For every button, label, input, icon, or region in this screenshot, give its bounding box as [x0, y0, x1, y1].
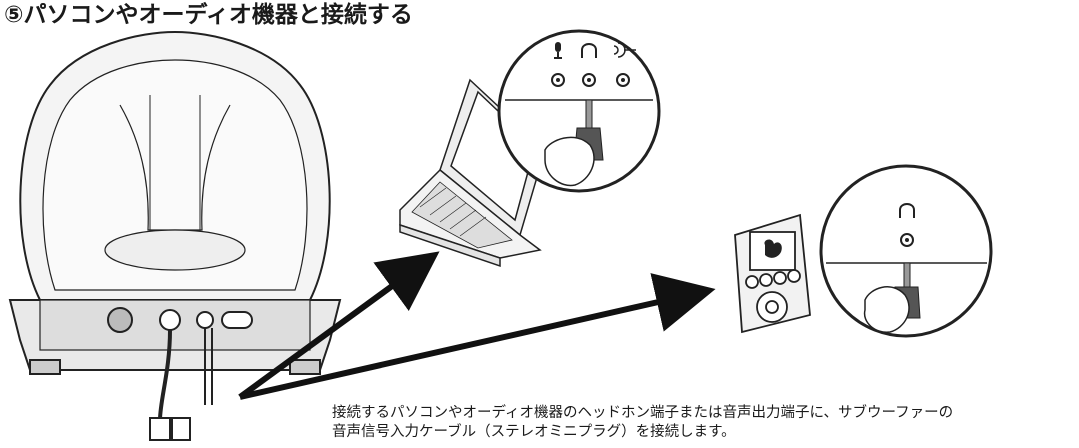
caption-line-2: 音声信号入力ケーブル（ステレオミニプラグ）を接続します。 — [332, 424, 736, 440]
instruction-caption: 接続するパソコンやオーディオ機器のヘッドホン端子または音声出力端子に、サブウーフ… — [332, 404, 953, 442]
headphone-icon — [899, 203, 915, 218]
line-out-icon — [613, 42, 636, 58]
subwoofer-illustration — [8, 30, 342, 441]
music-player-illustration — [734, 213, 811, 334]
microphone-icon — [554, 42, 562, 59]
apple-logo-icon — [764, 239, 782, 258]
laptop-port-zoom — [497, 29, 661, 193]
caption-line-1: 接続するパソコンやオーディオ機器のヘッドホン端子または音声出力端子に、サブウーフ… — [332, 405, 954, 421]
page-heading: ⑤パソコンやオーディオ機器と接続する — [4, 2, 413, 28]
player-port-zoom — [819, 164, 993, 338]
connection-arrows — [238, 251, 716, 400]
headphone-icon — [581, 43, 597, 58]
